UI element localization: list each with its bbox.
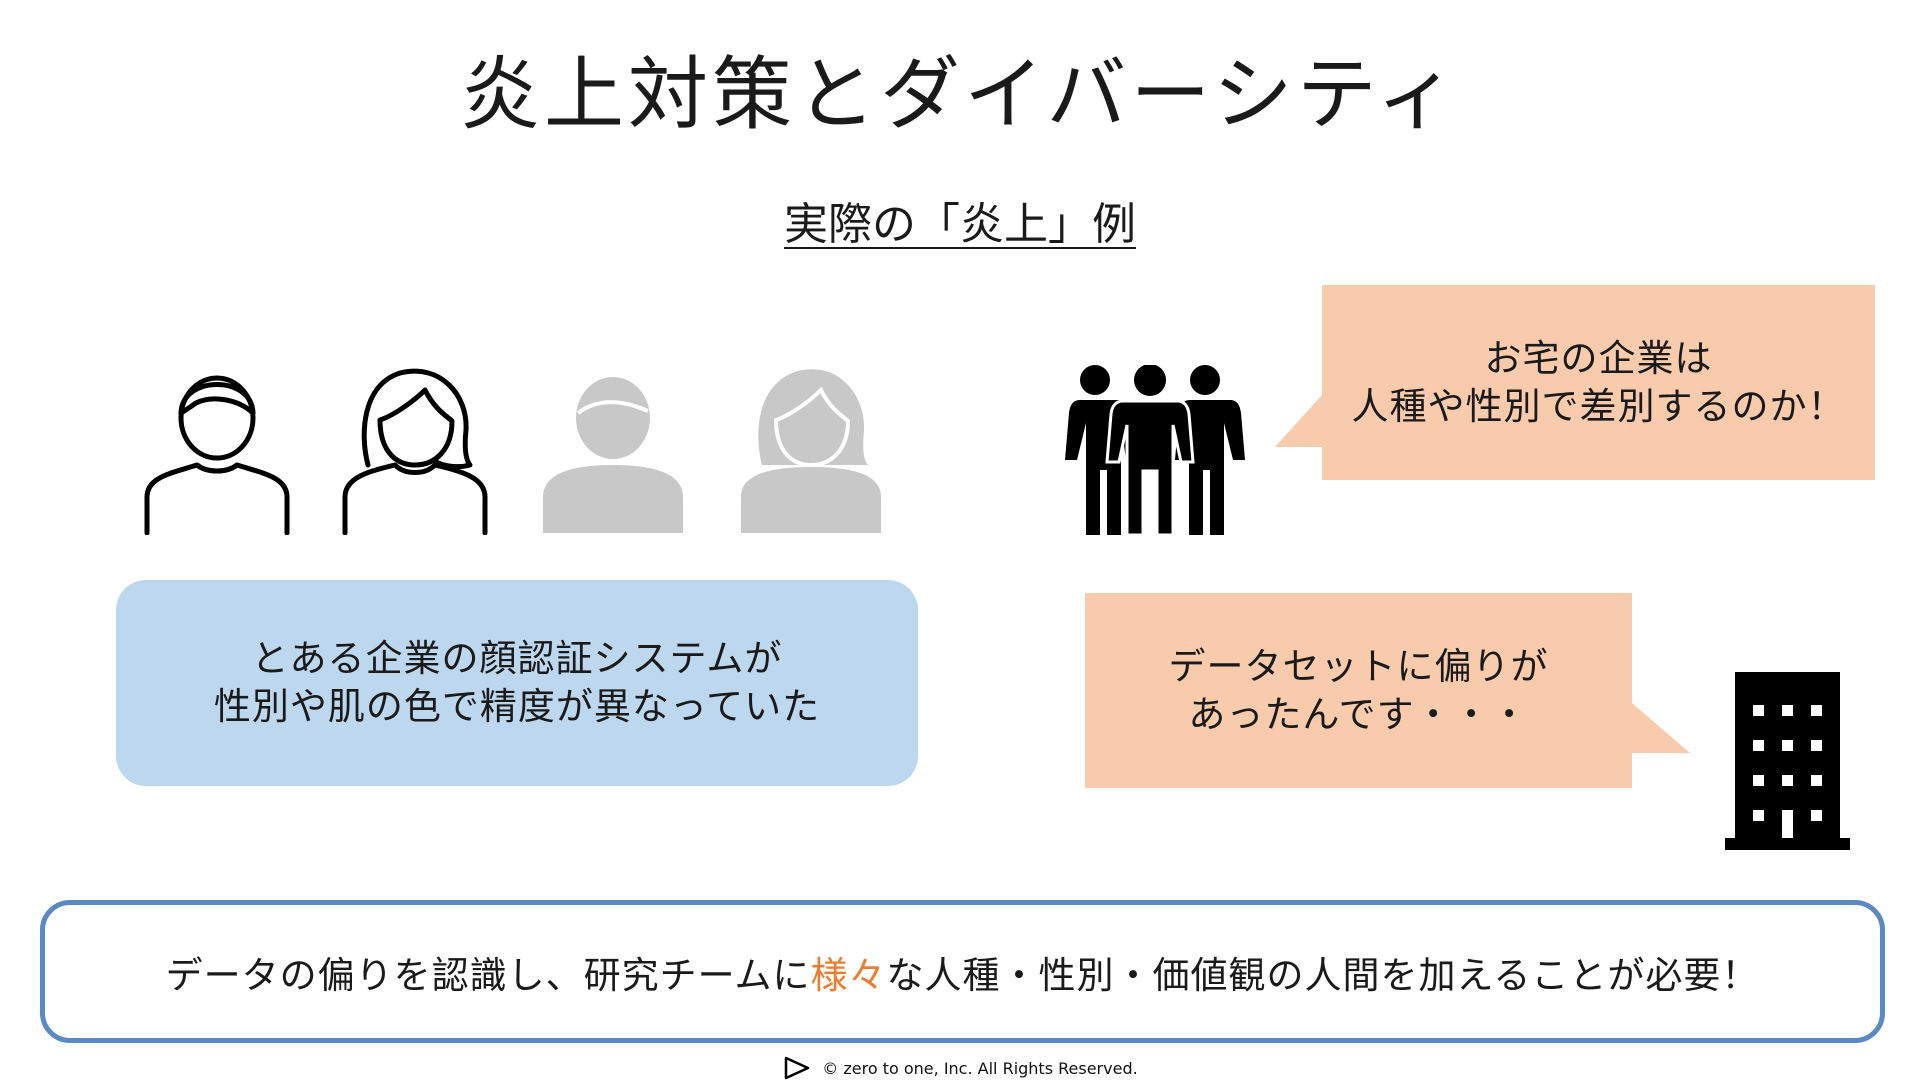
copyright-text: © zero to one, Inc. All Rights Reserved. [822, 1058, 1138, 1078]
conclusion-text-before: データの偏りを認識し、研究チームに [165, 953, 811, 997]
company-response-text: データセットに偏りが あったんです・・・ [1085, 593, 1632, 788]
case-line-2: 性別や肌の色で精度が異なっていた [213, 685, 821, 728]
woman-gray-icon [741, 369, 881, 533]
woman-outline-icon [342, 368, 488, 535]
response-line-1: データセットに偏りが [1168, 644, 1549, 688]
complaint-line-1: お宅の企業は [1484, 336, 1713, 380]
conclusion-text-after: な人種・性別・価値観の人間を加えることが必要！ [886, 953, 1760, 997]
conclusion-box: データの偏りを認識し、研究チームに様々な人種・性別・価値観の人間を加えることが必… [40, 900, 1885, 1043]
case-description-panel: とある企業の顔認証システムが 性別や肌の色で精度が異なっていた [116, 580, 918, 786]
subtitle-text: 実際の「炎上」例 [784, 199, 1136, 250]
footer: © zero to one, Inc. All Rights Reserved. [0, 1056, 1920, 1080]
customer-complaint-text: お宅の企業は 人種や性別で差別するのか！ [1322, 285, 1875, 480]
case-line-1: とある企業の顔認証システムが [251, 637, 783, 680]
page-title: 炎上対策とダイバーシティ [460, 48, 1460, 141]
complaint-line-2: 人種や性別で差別するのか！ [1351, 384, 1846, 428]
speech-bubble-customer [1275, 285, 1875, 480]
play-logo-icon [785, 1056, 810, 1080]
conclusion-highlight: 様々 [810, 953, 887, 997]
speech-bubble-company [1085, 593, 1690, 788]
building-icon [1725, 672, 1850, 850]
response-line-2: あったんです・・・ [1188, 692, 1529, 736]
man-gray-icon [543, 377, 683, 533]
man-outline-icon [144, 375, 290, 535]
section-subtitle: 実際の「炎上」例 [0, 195, 1920, 255]
crowd-icon [1065, 365, 1245, 535]
